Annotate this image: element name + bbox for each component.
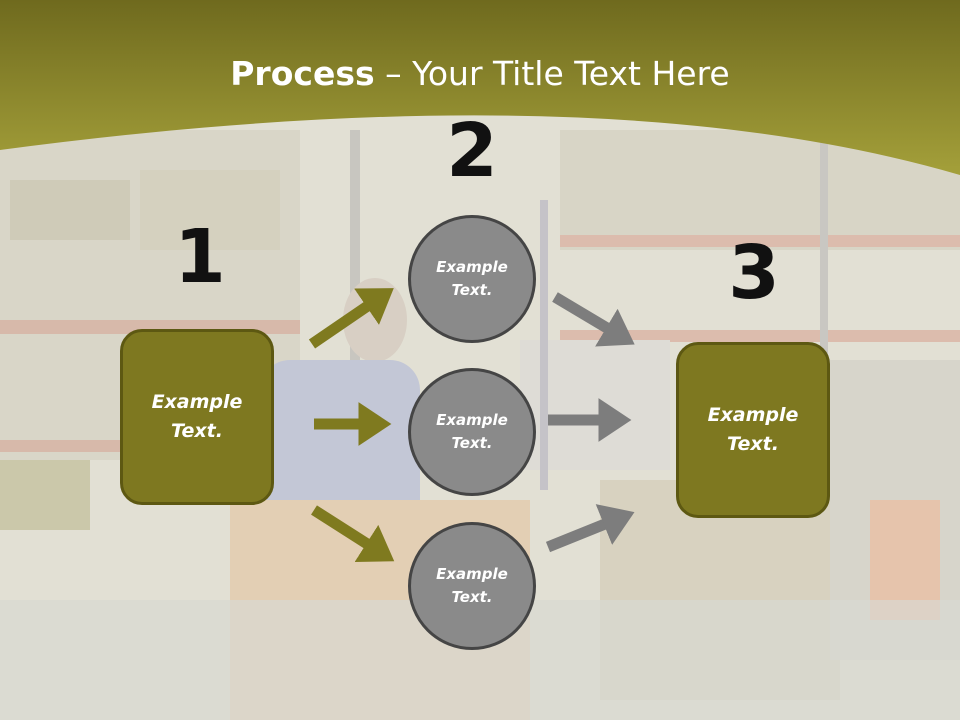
step-3-box: Example Text. [676, 342, 830, 518]
header-band [0, 0, 960, 175]
step-3-text: Example Text. [707, 404, 799, 455]
step-2-circle-top-text: Example Text. [436, 258, 508, 299]
page-title: Process – Your Title Text Here [0, 52, 960, 96]
step-2-number: 2 [446, 108, 498, 194]
step-1-number: 1 [174, 214, 226, 300]
step-2-circle-bottom-text: Example Text. [436, 565, 508, 606]
title-bold: Process [230, 54, 375, 93]
step-1-box: Example Text. [120, 329, 274, 505]
step-1-text: Example Text. [151, 391, 243, 442]
step-2-circle-middle-text: Example Text. [436, 411, 508, 452]
title-rest: – Your Title Text Here [374, 54, 730, 93]
step-3-number: 3 [728, 230, 780, 316]
step-2-circle-top: Example Text. [408, 215, 536, 343]
step-2-circle-bottom: Example Text. [408, 522, 536, 650]
step-2-circle-middle: Example Text. [408, 368, 536, 496]
